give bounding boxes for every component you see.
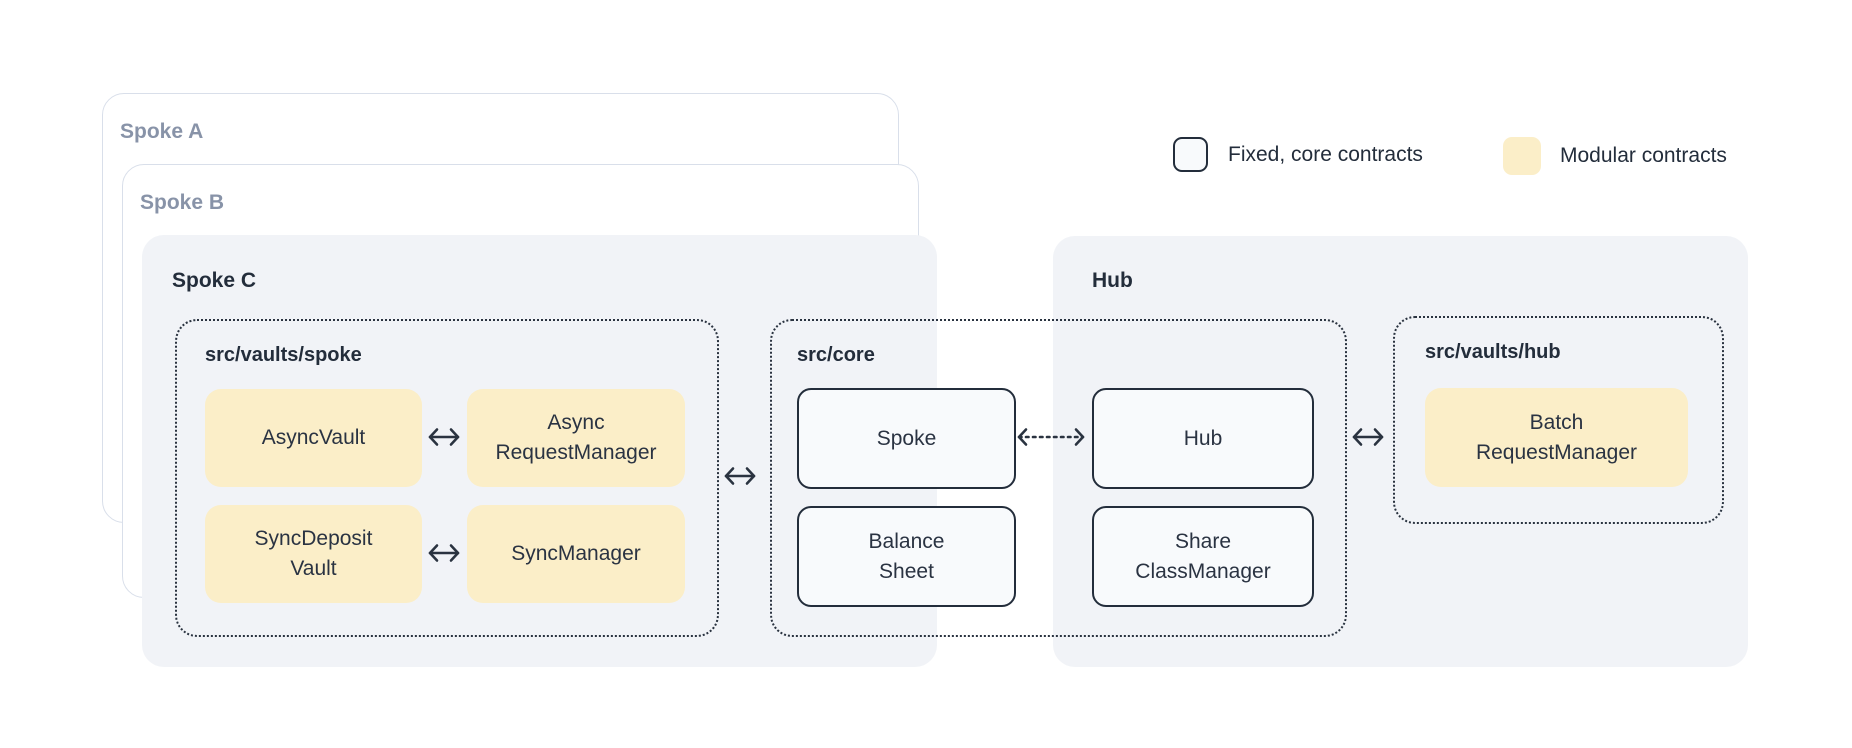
group-src-core <box>770 319 1347 637</box>
node-spoke: Spoke <box>797 388 1016 489</box>
node-sync-manager: SyncManager <box>467 505 685 603</box>
arrow-spoke-hub-dotted <box>1017 428 1085 446</box>
group-src-vaults-spoke <box>175 319 719 637</box>
legend-swatch-modular <box>1503 137 1541 175</box>
card-spoke-b-title: Spoke B <box>140 191 225 214</box>
node-hub: Hub <box>1092 388 1314 489</box>
arrow-asyncvault-asyncrequestmanager <box>428 428 460 446</box>
legend-label-modular: Modular contracts <box>1560 144 1727 167</box>
group-src-vaults-hub-label: src/vaults/hub <box>1425 341 1561 363</box>
node-async-request-manager: Async RequestManager <box>467 389 685 487</box>
node-share-class-manager: Share ClassManager <box>1092 506 1314 607</box>
node-sync-deposit-vault: SyncDeposit Vault <box>205 505 422 603</box>
group-src-vaults-hub <box>1393 316 1724 524</box>
node-batch-request-manager: Batch RequestManager <box>1425 388 1688 487</box>
group-src-core-label: src/core <box>797 344 875 366</box>
card-spoke-a-title: Spoke A <box>120 120 204 143</box>
panel-spoke-c-title: Spoke C <box>172 269 257 292</box>
panel-hub-title: Hub <box>1092 269 1133 292</box>
node-async-vault: AsyncVault <box>205 389 422 487</box>
legend-swatch-fixed <box>1173 137 1208 172</box>
group-src-vaults-spoke-label: src/vaults/spoke <box>205 344 362 366</box>
arrow-vaultsspoke-srccore <box>724 467 756 485</box>
arrow-srccore-vaultshub <box>1352 428 1384 446</box>
legend-label-fixed: Fixed, core contracts <box>1228 143 1423 166</box>
node-balance-sheet: Balance Sheet <box>797 506 1016 607</box>
arrow-syncdepositvault-syncmanager <box>428 544 460 562</box>
